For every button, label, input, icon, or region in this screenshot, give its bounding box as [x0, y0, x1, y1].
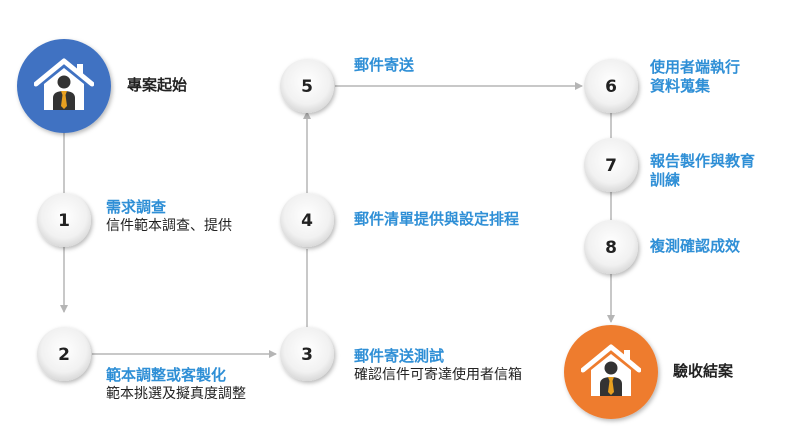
step-3: 3 — [280, 327, 334, 381]
step-7-title-line2: 訓練 — [650, 171, 681, 189]
step-1-title: 需求調查 — [106, 198, 167, 216]
step-number: 1 — [58, 211, 70, 231]
start-label: 專案起始 — [127, 76, 188, 94]
step-2: 2 — [37, 327, 91, 381]
step-5-title: 郵件寄送 — [354, 56, 415, 74]
step-1-desc: 信件範本調查、提供 — [106, 218, 232, 234]
step-3-title: 郵件寄送測試 — [354, 347, 445, 365]
connectors — [60, 82, 615, 358]
step-4-title: 郵件清單提供與設定排程 — [354, 210, 520, 228]
step-number: 2 — [58, 345, 70, 365]
step-number: 6 — [605, 77, 617, 97]
step-number: 7 — [605, 156, 617, 176]
step-6-title-line1: 使用者端執行 — [650, 58, 741, 76]
end-label: 驗收結案 — [673, 362, 734, 380]
step-6: 6 — [584, 59, 638, 113]
step-8-title: 複測確認成效 — [650, 237, 741, 255]
step-2-desc: 範本挑選及擬真度調整 — [106, 386, 246, 402]
step-3-label: 郵件寄送測試 確認信件可寄達使用者信箱 — [354, 347, 522, 385]
step-6-title-line2: 資料蒐集 — [650, 77, 711, 95]
step-1: 1 — [37, 193, 91, 247]
step-number: 3 — [301, 345, 313, 365]
step-8: 8 — [584, 220, 638, 274]
step-number: 5 — [301, 77, 313, 97]
step-5: 5 — [280, 59, 334, 113]
step-1-label: 需求調查 信件範本調查、提供 — [106, 198, 232, 236]
step-4: 4 — [280, 193, 334, 247]
step-7-title-line1: 報告製作與教育 — [650, 152, 756, 170]
step-7-label: 報告製作與教育 訓練 — [650, 152, 755, 190]
end-node — [564, 325, 658, 419]
step-7: 7 — [584, 138, 638, 192]
step-2-title: 範本調整或客製化 — [106, 366, 227, 384]
step-2-label: 範本調整或客製化 範本挑選及擬真度調整 — [106, 366, 246, 404]
step-6-label: 使用者端執行 資料蒐集 — [650, 58, 740, 96]
step-number: 4 — [301, 211, 313, 231]
step-3-desc: 確認信件可寄達使用者信箱 — [354, 367, 522, 383]
start-node — [17, 39, 111, 133]
step-number: 8 — [605, 238, 617, 258]
